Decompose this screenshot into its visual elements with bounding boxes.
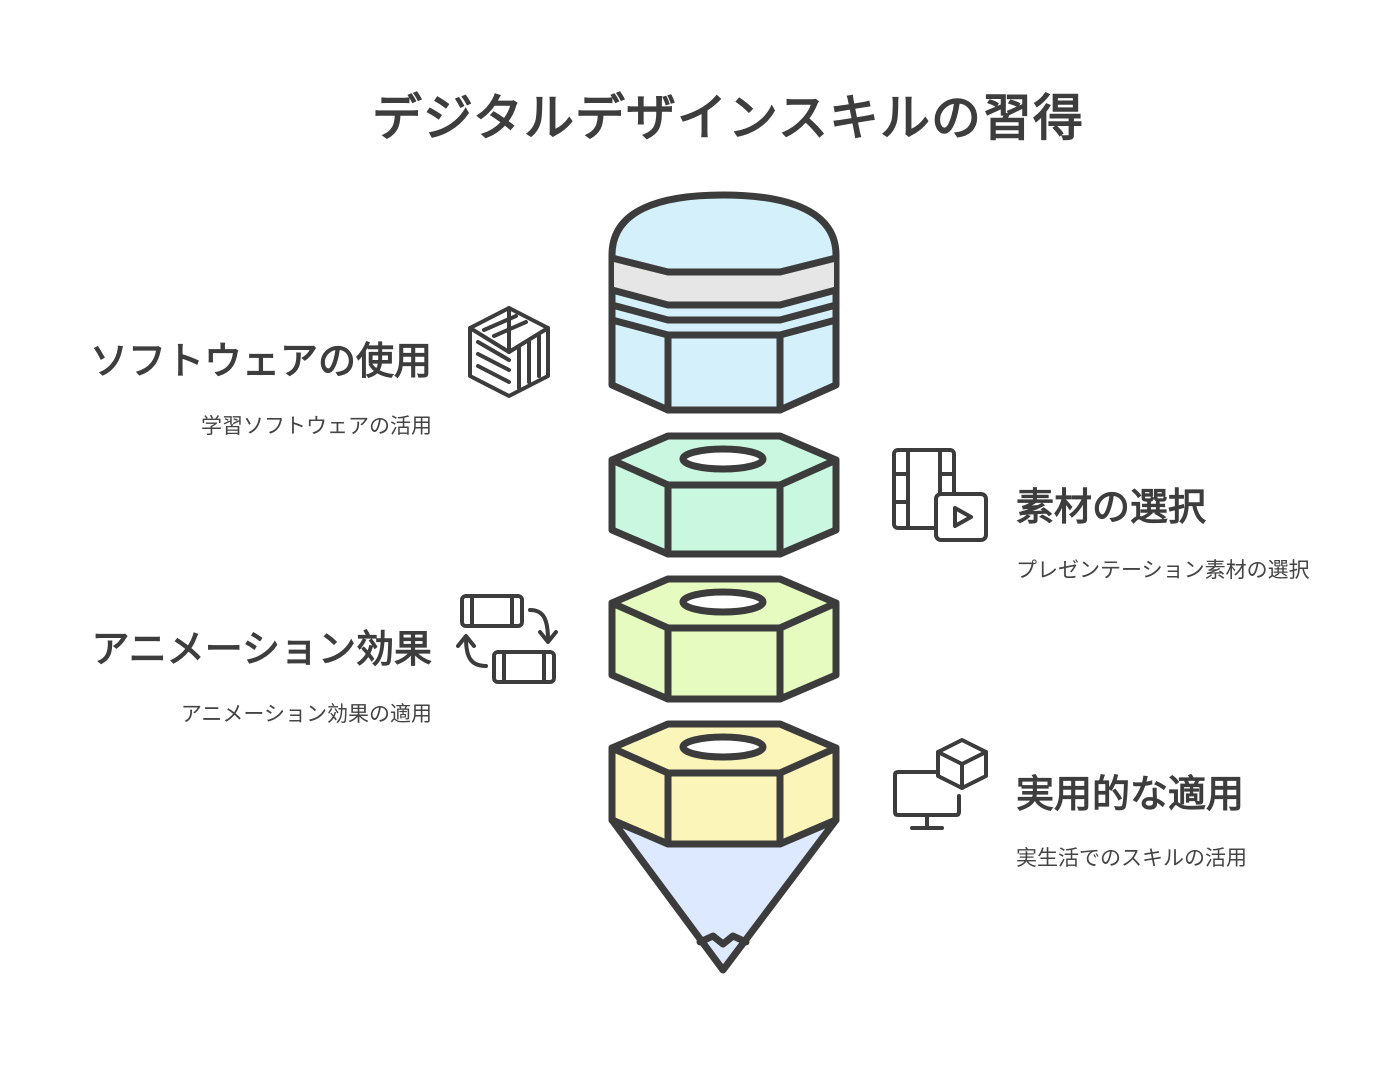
film-swap-icon <box>456 594 558 684</box>
hex-segment-2 <box>608 575 840 703</box>
step-4-label: 実用的な適用 <box>1016 772 1245 816</box>
step-3-label: アニメーション効果 <box>91 627 432 671</box>
step-4-description: 実生活でのスキルの活用 <box>1016 846 1247 870</box>
hex-segment-3 <box>608 720 840 848</box>
monitor-cube-icon <box>893 738 988 830</box>
pencil-tip <box>608 816 840 974</box>
eraser-segment <box>608 191 840 414</box>
step-1-label: ソフトウェアの使用 <box>89 339 432 383</box>
diagram-title: デジタルデザインスキルの習得 <box>372 89 1084 147</box>
step-1-description: 学習ソフトウェアの活用 <box>201 414 432 438</box>
step-2-label: 素材の選択 <box>1016 485 1207 529</box>
hex-segment-1 <box>608 432 840 558</box>
step-3-description: アニメーション効果の適用 <box>180 702 432 726</box>
striped-cube-icon <box>468 306 550 398</box>
film-and-play-icon <box>892 448 988 542</box>
step-2-description: プレゼンテーション素材の選択 <box>1016 558 1310 582</box>
